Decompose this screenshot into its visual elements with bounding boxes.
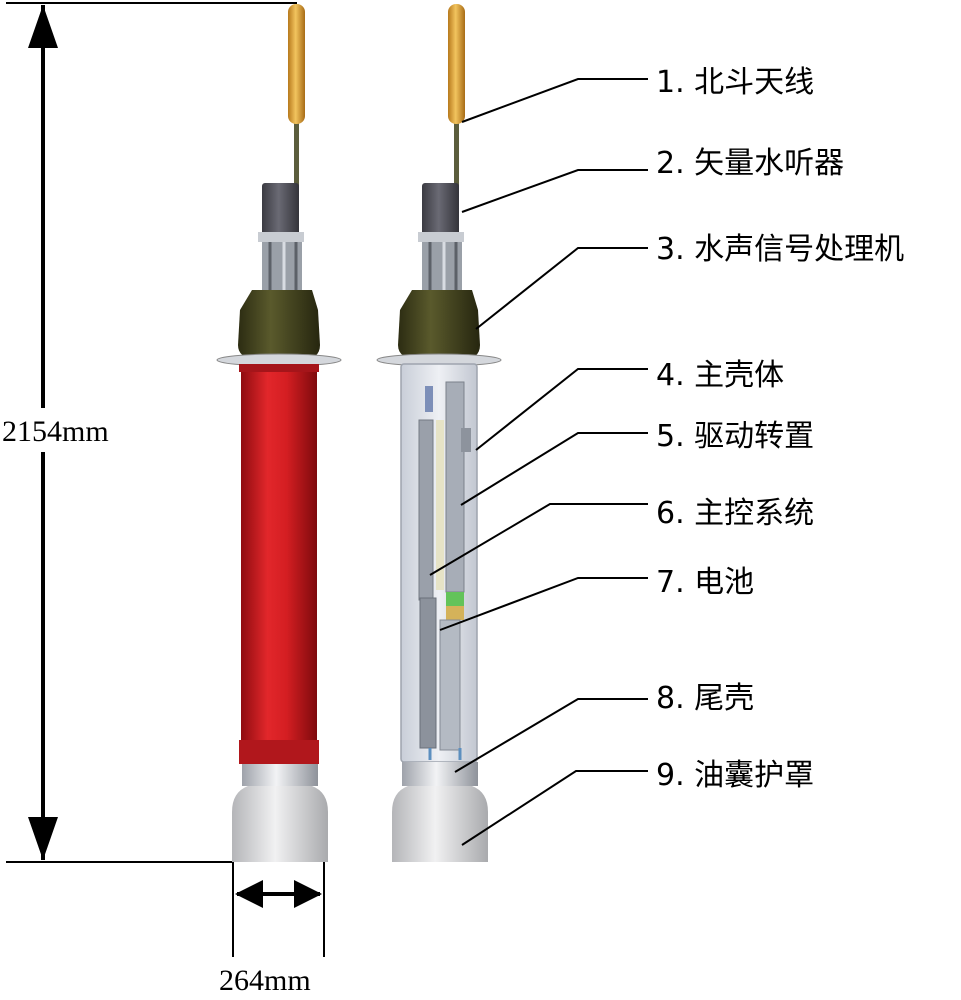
antenna xyxy=(288,4,305,124)
height-label: 2154mm xyxy=(2,415,109,448)
height-arrow-up xyxy=(28,5,58,48)
leader-line-7 xyxy=(439,577,648,631)
leader-line-9 xyxy=(461,770,648,846)
signal-processor-cutaway xyxy=(398,290,480,360)
diameter-arrow-right xyxy=(294,880,322,908)
label-main-control: 6. 主控系统 xyxy=(656,496,814,531)
leader-line-6 xyxy=(429,503,648,576)
main-shell-exterior xyxy=(241,364,317,764)
buoy-exterior-view xyxy=(216,4,342,862)
hydrophone xyxy=(262,183,299,235)
label-signal-processor: 3. 水声信号处理机 xyxy=(656,232,904,267)
height-label-background xyxy=(0,408,165,452)
label-drive-unit: 5. 驱动转置 xyxy=(656,419,814,454)
hydrophone-cutaway xyxy=(422,183,459,235)
label-battery: 7. 电池 xyxy=(656,565,754,600)
tail-shell-exterior xyxy=(242,764,318,786)
leader-line-8 xyxy=(454,698,648,773)
leader-line-5 xyxy=(460,432,648,506)
component-labels: 1. 北斗天线 2. 矢量水听器 3. 水声信号处理机 4. 主壳体 5. 驱动… xyxy=(656,65,904,793)
buoy-cutaway-view xyxy=(376,4,502,862)
leader-line-1 xyxy=(461,78,648,123)
label-main-shell: 4. 主壳体 xyxy=(656,358,784,393)
height-dimension: 2154mm xyxy=(0,2,297,863)
signal-processor xyxy=(238,290,320,360)
battery-pack xyxy=(419,597,437,749)
oil-bladder-cover-cutaway xyxy=(392,786,488,862)
antenna-mast xyxy=(294,112,299,212)
leader-lines xyxy=(429,78,648,846)
main-control-rod xyxy=(418,419,434,601)
oil-bladder-cover-exterior xyxy=(232,786,328,862)
label-vector-hydrophone: 2. 矢量水听器 xyxy=(656,146,844,181)
leader-line-3 xyxy=(475,247,648,330)
diameter-arrow-left xyxy=(235,880,263,908)
height-arrow-down xyxy=(28,817,58,860)
antenna-mast-cutaway xyxy=(454,112,459,212)
diameter-dimension: 264mm xyxy=(219,862,325,997)
antenna-cutaway xyxy=(448,4,465,124)
leader-line-2 xyxy=(461,169,648,213)
main-control-board xyxy=(436,420,444,590)
leader-line-4 xyxy=(475,368,648,451)
label-oil-bladder-cover: 9. 油囊护罩 xyxy=(656,758,814,793)
diameter-label: 264mm xyxy=(219,964,311,997)
label-beidou-antenna: 1. 北斗天线 xyxy=(656,65,814,100)
label-tail-shell: 8. 尾壳 xyxy=(656,681,754,716)
hydrophone-ring xyxy=(258,232,304,242)
